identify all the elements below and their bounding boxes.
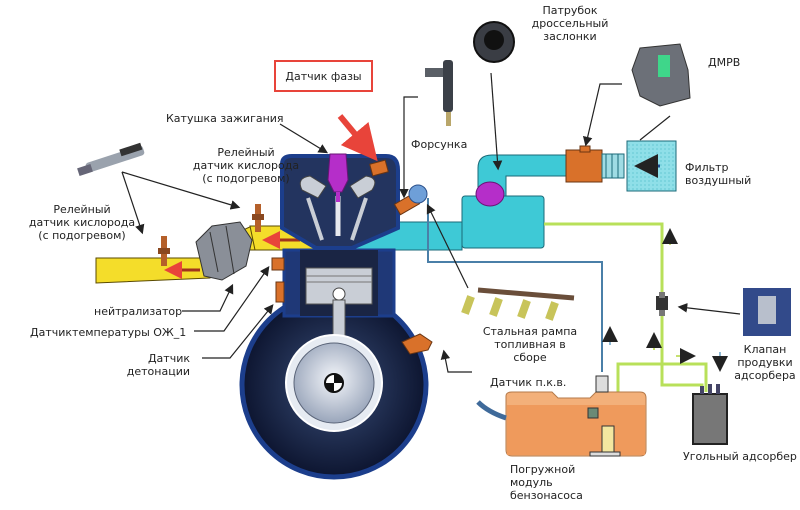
fuel-rail-picture [461,287,575,321]
callout-arrows [121,72,741,373]
highlight-arrow [337,114,378,162]
knock-sensor-icon [275,281,285,303]
injector-picture [425,60,453,126]
fuel-rail-label: Стальная рампа топливная в сборе [482,325,578,364]
fuel-tank [476,391,647,457]
o2-sensor-picture [77,142,145,176]
purge-valve-picture [743,288,791,336]
catalyst-converter [195,221,253,281]
crankshaft-sensor-icon [401,333,433,355]
ignition-coil-icon [327,153,349,193]
o2-sensor-upper-icon [252,204,264,232]
fuel-lines [427,198,618,372]
ignition-coil-label: Катушка зажигания [166,112,284,125]
air-filter-box [626,140,677,192]
charcoal-canister-label: Угольный адсорбер [683,450,797,463]
charcoal-canister-icon [692,384,728,445]
maf-sensor-label: ДМРВ [708,56,741,69]
coolant-temp-sensor-label: Датчиктемпературы ОЖ_1 [30,326,187,339]
phase-sensor-label: Датчик фазы [285,70,362,83]
fuel-pump-module-icon [587,375,621,457]
injector-label: Форсунка [411,138,468,151]
o2-sensor-upper-label: Релейный датчик кислорода (с подогревом) [192,146,300,185]
coolant-temp-sensor-icon [271,257,285,271]
throttle-body-label: Патрубок дроссельный заслонки [531,4,609,43]
vapor-lines [544,222,728,396]
o2-sensor-lower-icon [158,236,170,266]
air-filter-label: Фильтр воздушный [685,161,752,187]
phase-sensor-icon [369,159,389,177]
fuel-rail-connector-icon [408,184,428,204]
crankshaft-sensor-label: Датчик п.к.в. [490,376,567,389]
o2-sensor-lower-label: Релейный датчик кислорода (с подогревом) [28,203,136,242]
air-sensor-housing [565,145,625,183]
phase-sensor-highlight-box: Датчик фазы [274,60,373,92]
throttle-body-picture [473,21,515,63]
purge-valve-icon [656,292,668,316]
maf-sensor-picture [631,43,691,107]
engine [239,153,433,480]
fuel-pump-module-label: Погружной модуль бензонасоса [510,463,583,502]
knock-sensor-label: Датчик детонации [126,352,190,378]
purge-valve-label: Клапан продувки адсорбера [734,343,796,382]
catalyst-label: нейтрализатор [94,305,183,318]
